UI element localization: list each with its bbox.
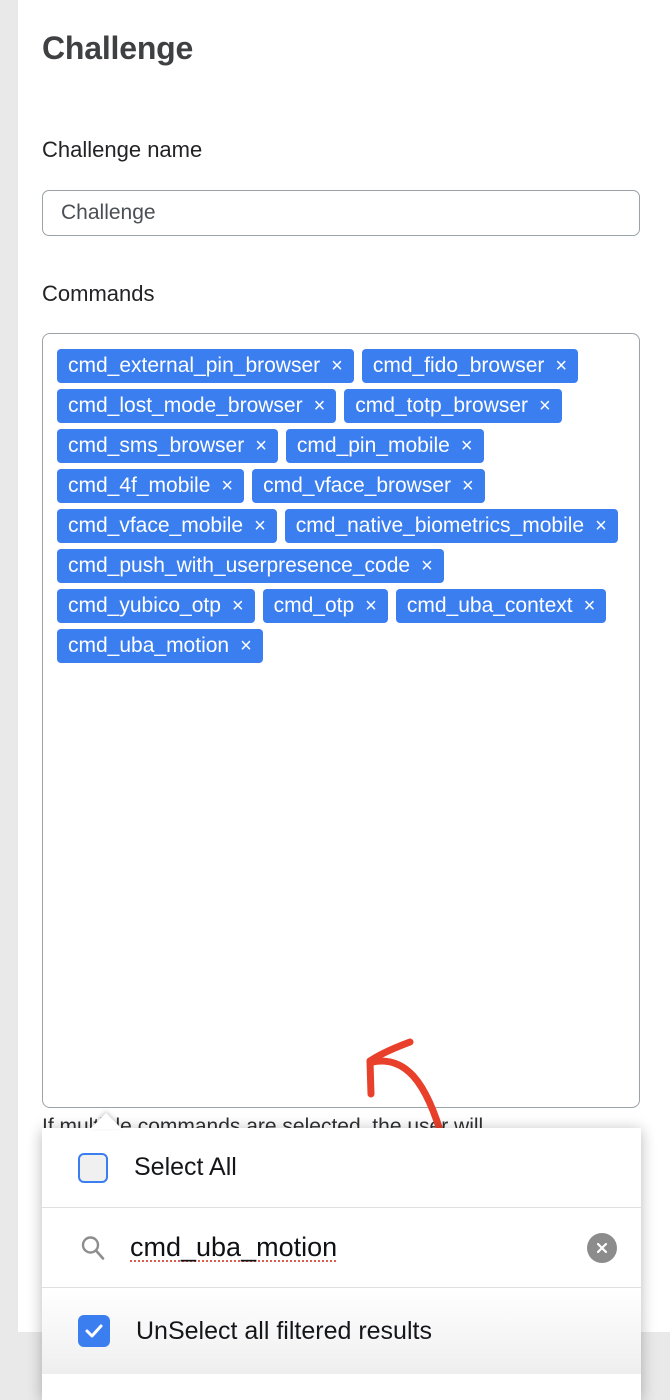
command-chip-remove-icon[interactable]: × — [583, 594, 596, 617]
command-chip-label: cmd_external_pin_browser — [68, 354, 321, 377]
command-chip-label: cmd_native_biometrics_mobile — [295, 514, 585, 537]
command-chip-remove-icon[interactable]: × — [331, 354, 343, 377]
command-chip-label: cmd_lost_mode_browser — [68, 394, 303, 417]
command-chip[interactable]: cmd_otp × — [262, 589, 388, 623]
unselect-filtered-checkbox[interactable] — [78, 1315, 110, 1347]
command-chip-label: cmd_uba_context — [406, 594, 573, 617]
command-chip-label: cmd_pin_mobile — [296, 434, 450, 457]
command-chip-remove-icon[interactable]: × — [231, 594, 244, 617]
commands-multiselect-box[interactable]: cmd_external_pin_browser×cmd_fido_browse… — [42, 333, 640, 1108]
command-chip-label: cmd_yubico_otp — [68, 594, 221, 617]
search-input[interactable] — [130, 1232, 577, 1263]
command-chip-remove-icon[interactable]: × — [254, 514, 266, 537]
search-clear-button[interactable] — [587, 1232, 617, 1263]
challenge-name-input[interactable] — [42, 190, 640, 236]
command-chip[interactable]: cmd_lost_mode_browser × — [57, 389, 337, 423]
select-all-checkbox[interactable] — [78, 1152, 108, 1183]
close-icon — [596, 1242, 608, 1253]
command-chip-remove-icon[interactable]: × — [365, 594, 377, 617]
command-chip-remove-icon[interactable]: × — [255, 434, 267, 457]
command-chip-remove-icon[interactable]: × — [462, 474, 474, 497]
command-chip-remove-icon[interactable]: × — [555, 354, 568, 377]
command-chip-label: cmd_4f_mobile — [68, 474, 211, 497]
command-chip-remove-icon[interactable]: × — [421, 554, 433, 577]
dropdown-item-select-all[interactable]: Select All — [42, 1128, 641, 1208]
command-chip-label: cmd_totp_browser — [355, 394, 529, 417]
command-chip-remove-icon[interactable]: × — [240, 634, 252, 657]
command-chip[interactable]: cmd_external_pin_browser × — [57, 349, 354, 383]
dropdown-search-row[interactable] — [42, 1208, 641, 1288]
command-chip[interactable]: cmd_yubico_otp × — [57, 589, 255, 623]
command-chip-label: cmd_otp — [273, 594, 355, 617]
unselect-filtered-label: UnSelect all filtered results — [136, 1316, 432, 1345]
commands-chip-list: cmd_external_pin_browser×cmd_fido_browse… — [57, 349, 625, 663]
command-chip-remove-icon[interactable]: × — [221, 474, 234, 497]
command-chip-label: cmd_vface_mobile — [68, 514, 244, 537]
command-chip-remove-icon[interactable]: × — [460, 434, 473, 457]
command-chip-remove-icon[interactable]: × — [595, 514, 607, 537]
command-chip[interactable]: cmd_4f_mobile × — [57, 469, 245, 503]
dropdown-item-unselect-filtered[interactable]: UnSelect all filtered results — [42, 1288, 641, 1374]
command-chip[interactable]: cmd_native_biometrics_mobile × — [284, 509, 618, 543]
command-chip[interactable]: cmd_vface_browser × — [252, 469, 485, 503]
command-chip[interactable]: cmd_fido_browser × — [361, 349, 579, 383]
challenge-settings-card: Challenge Challenge name Commands cmd_ex… — [18, 0, 670, 1332]
command-chip-label: cmd_fido_browser — [372, 354, 545, 377]
command-chip[interactable]: cmd_totp_browser × — [344, 389, 562, 423]
select-all-label: Select All — [134, 1153, 237, 1181]
command-chip[interactable]: cmd_pin_mobile × — [285, 429, 484, 463]
check-icon — [85, 1324, 103, 1338]
page-title: Challenge — [42, 30, 194, 66]
command-chip-remove-icon[interactable]: × — [313, 394, 326, 417]
command-chip-remove-icon[interactable]: × — [539, 394, 551, 417]
command-chip-label: cmd_uba_motion — [68, 634, 230, 657]
command-chip[interactable]: cmd_sms_browser × — [57, 429, 278, 463]
command-chip[interactable]: cmd_uba_context × — [395, 589, 607, 623]
challenge-name-label: Challenge name — [42, 137, 203, 162]
commands-dropdown-panel: Select All UnSelect all filtered results — [42, 1113, 641, 1400]
command-chip[interactable]: cmd_uba_motion × — [57, 629, 263, 663]
command-chip-label: cmd_vface_browser — [263, 474, 452, 497]
command-chip[interactable]: cmd_vface_mobile × — [57, 509, 277, 543]
dropdown-caret-icon — [90, 1113, 122, 1129]
command-chip-label: cmd_sms_browser — [68, 434, 245, 457]
commands-label: Commands — [42, 281, 155, 306]
search-icon — [81, 1235, 105, 1260]
command-chip-label: cmd_push_with_userpresence_code — [68, 554, 411, 577]
command-chip[interactable]: cmd_push_with_userpresence_code × — [57, 549, 444, 583]
